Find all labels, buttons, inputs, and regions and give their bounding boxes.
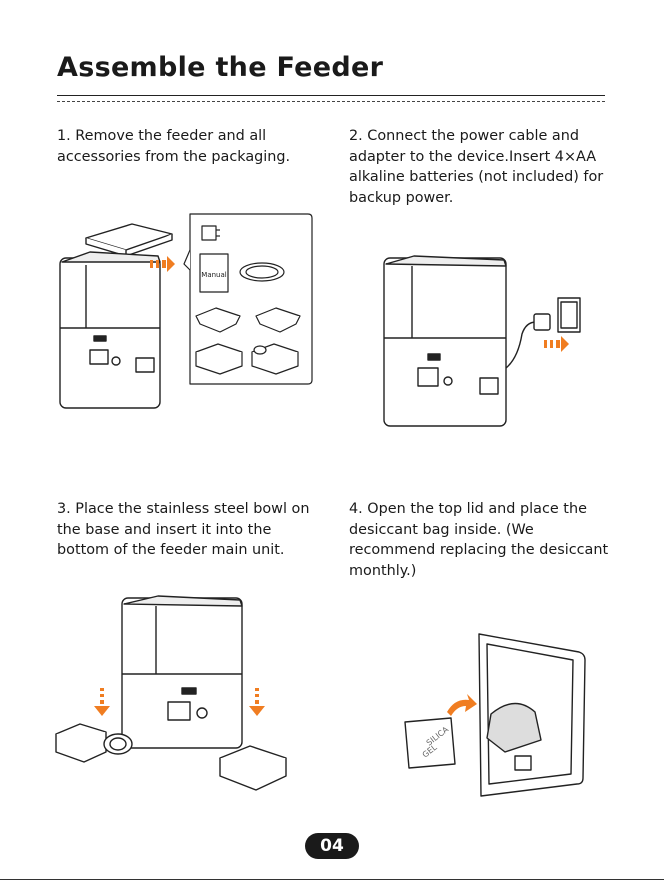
arrow-icon	[447, 694, 477, 716]
step-4-text: 4. Open the top lid and place the desicc…	[349, 501, 609, 579]
silica-gel-packet	[404, 717, 456, 769]
manual-label: Manual	[201, 271, 226, 279]
feeder-body	[59, 257, 161, 409]
title-dashed-divider	[57, 101, 605, 102]
step-1-illustration: Manual	[59, 213, 313, 409]
arrow-icon	[544, 336, 569, 352]
power-cable	[505, 321, 537, 369]
step-2-text: 2. Connect the power cable and adapter t…	[349, 128, 604, 206]
step-1-text: 1. Remove the feeder and all accessories…	[57, 128, 291, 165]
manual-icon	[199, 253, 229, 293]
step-2-illustration	[383, 255, 581, 427]
adapter-icon	[533, 313, 551, 331]
arrow-icon	[150, 256, 175, 272]
arrow-icon	[94, 688, 110, 716]
feeder-body	[121, 597, 243, 749]
arrow-icon	[249, 688, 265, 716]
feeder-body	[383, 257, 507, 427]
step-3-text: 3. Place the stainless steel bowl on the…	[57, 501, 310, 558]
bottom-border	[0, 879, 664, 880]
page-title: Assemble the Feeder	[57, 52, 384, 83]
page-number-badge: 04	[305, 833, 359, 859]
adapter-icon	[201, 225, 217, 241]
title-underline	[57, 95, 605, 96]
step-3-illustration	[55, 595, 287, 791]
step-4-illustration: SILICA GEL	[404, 633, 586, 797]
